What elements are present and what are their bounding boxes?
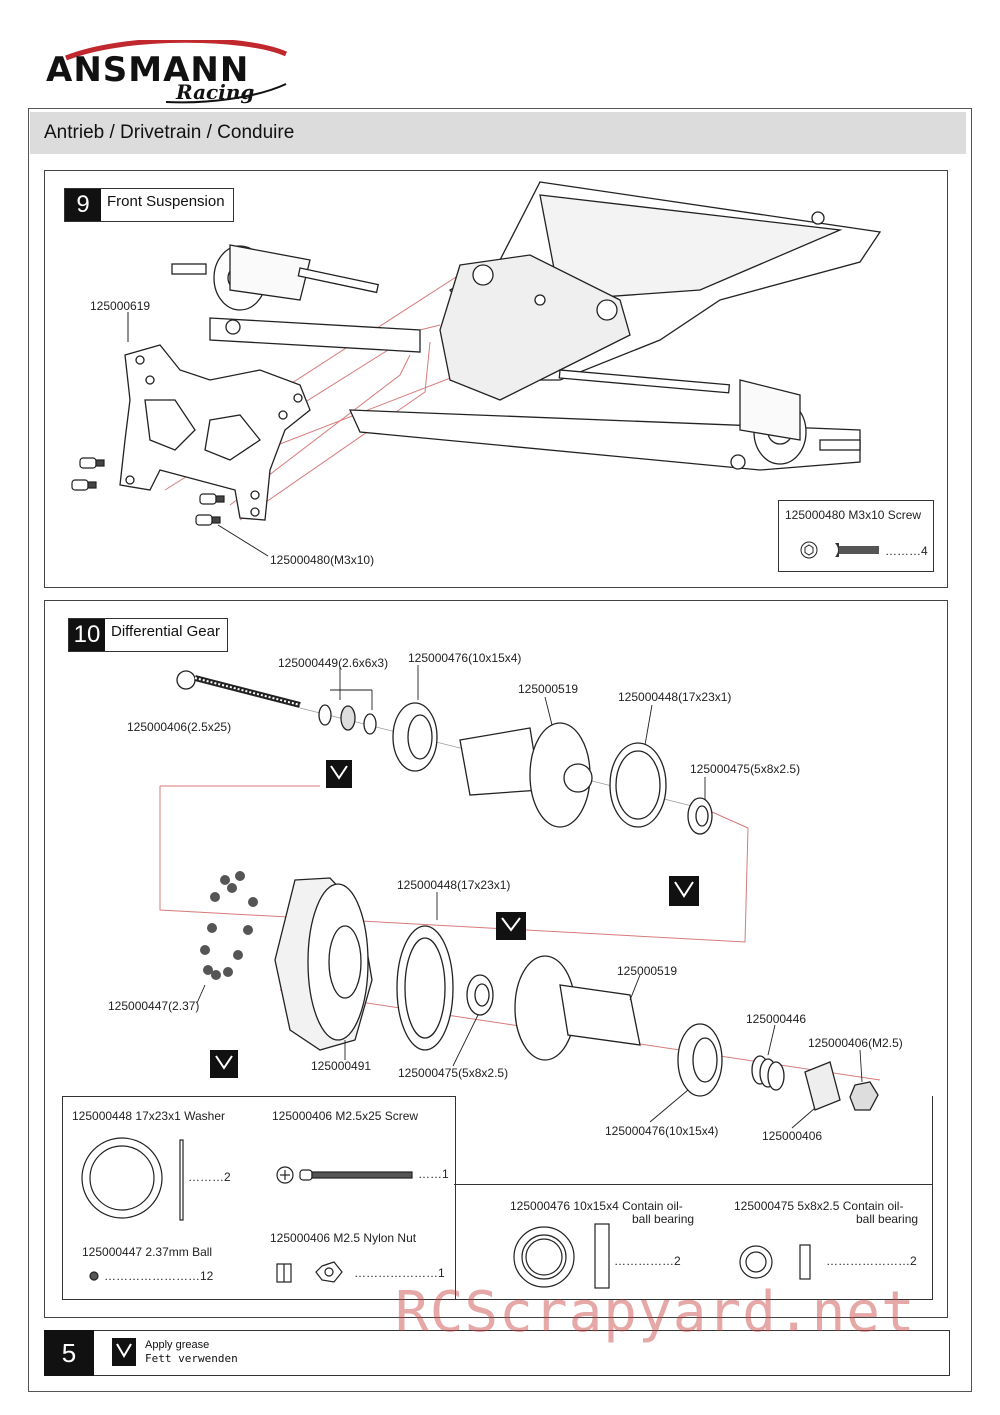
legend-box-left: [62, 1096, 456, 1300]
legend-bearing2-qty: …………………2: [826, 1254, 917, 1268]
step9-number: 9: [65, 189, 101, 221]
legend-washer-title: 125000448 17x23x1 Washer: [72, 1109, 225, 1123]
legend-nut-title: 125000406 M2.5 Nylon Nut: [270, 1231, 417, 1245]
label-125000446: 125000446: [746, 1012, 807, 1026]
legend-box-right-upper: [454, 1096, 933, 1184]
grease-note: Apply grease Fett verwenden: [145, 1338, 238, 1366]
section-header: [30, 112, 966, 154]
label-125000406-nut: 125000406(M2.5): [808, 1036, 903, 1050]
label-125000449: 125000449(2.6x6x3): [278, 656, 389, 670]
legend-box-right: [454, 1184, 933, 1300]
step9-legend-qty: ………4: [885, 544, 928, 558]
legend-screw-qty: ……1: [418, 1167, 449, 1181]
brand-name: ANSMANN: [46, 50, 250, 90]
step9-header: 9 Front Suspension: [64, 188, 234, 222]
label-125000476-low: 125000476(10x15x4): [605, 1124, 719, 1138]
legend-ball-qty: ……………………12: [104, 1269, 214, 1283]
label-125000475-low: 125000475(5x8x2.5): [398, 1066, 509, 1080]
brand-logo: ANSMANN Racing: [46, 40, 296, 110]
label-125000448-top: 125000448(17x23x1): [618, 690, 732, 704]
label-125000448-mid: 125000448(17x23x1): [397, 878, 511, 892]
legend-nut-qty: …………………1: [354, 1266, 445, 1280]
brand-sub: Racing: [176, 80, 255, 104]
step9-legend: 125000480 M3x10 Screw ………4: [778, 500, 934, 572]
logo-swoosh: [65, 40, 288, 104]
label-125000519-top: 125000519: [518, 682, 579, 696]
step9-title: Front Suspension: [107, 193, 225, 210]
page-frame: [28, 108, 972, 1392]
step10-panel: [44, 600, 948, 1318]
label-125000491: 125000491: [311, 1059, 372, 1073]
label-125000476-top: 125000476(10x15x4): [408, 651, 522, 665]
label-125000447: 125000447(2.37): [108, 999, 200, 1013]
legend-bearing2-title: 125000475 5x8x2.5 Contain oil-: [734, 1199, 904, 1213]
page-number: 5: [44, 1330, 94, 1376]
legend-bearing2-title2: ball bearing: [856, 1212, 919, 1226]
legend-washer-qty: ………2: [188, 1170, 231, 1184]
legend-ball-title: 125000447 2.37mm Ball: [82, 1245, 213, 1259]
legend-bearing1-qty: ……………2: [614, 1254, 681, 1268]
step10-header: 10 Differential Gear: [68, 618, 228, 652]
label-125000406-holder: 125000406: [762, 1129, 823, 1143]
legend-screw-title: 125000406 M2.5x25 Screw: [272, 1109, 419, 1123]
label-125000619: 125000619: [90, 299, 151, 313]
legend-bearing1-title: 125000476 10x15x4 Contain oil-: [510, 1199, 683, 1213]
grease-icon: [210, 760, 699, 1078]
grease-note-de: Fett verwenden: [145, 1352, 238, 1365]
legend-bearing1-title2: ball bearing: [632, 1212, 695, 1226]
section-title: Antrieb / Drivetrain / Conduire: [44, 122, 295, 143]
screw-icon: [800, 541, 879, 559]
label-125000519-low: 125000519: [617, 964, 678, 978]
step10-number: 10: [69, 619, 105, 651]
grease-note-en: Apply grease: [145, 1339, 210, 1351]
label-125000475-top: 125000475(5x8x2.5): [690, 762, 801, 776]
step9-legend-title: 125000480 M3x10 Screw: [785, 508, 922, 522]
step10-title: Differential Gear: [111, 623, 220, 640]
label-125000406-screw: 125000406(2.5x25): [127, 720, 232, 734]
watermark: RCScrapyard.net: [395, 1280, 916, 1345]
label-125000480: 125000480(M3x10): [270, 553, 375, 567]
